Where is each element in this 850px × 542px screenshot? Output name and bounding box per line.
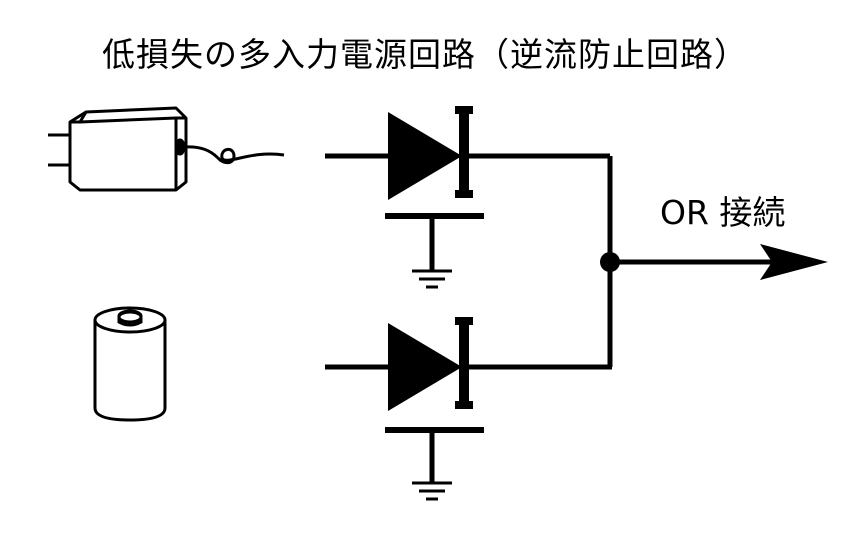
diode-icon [388, 106, 473, 200]
diagram-title: 低損失の多入力電源回路（逆流防止回路） [102, 35, 748, 74]
diode-icon [388, 317, 473, 411]
output-arrow [610, 244, 828, 280]
ground-icon [385, 213, 484, 289]
output-label: OR 接続 [660, 193, 785, 232]
ground-icon [385, 427, 484, 501]
ac-adapter-icon [48, 106, 285, 192]
battery-icon [93, 306, 167, 422]
